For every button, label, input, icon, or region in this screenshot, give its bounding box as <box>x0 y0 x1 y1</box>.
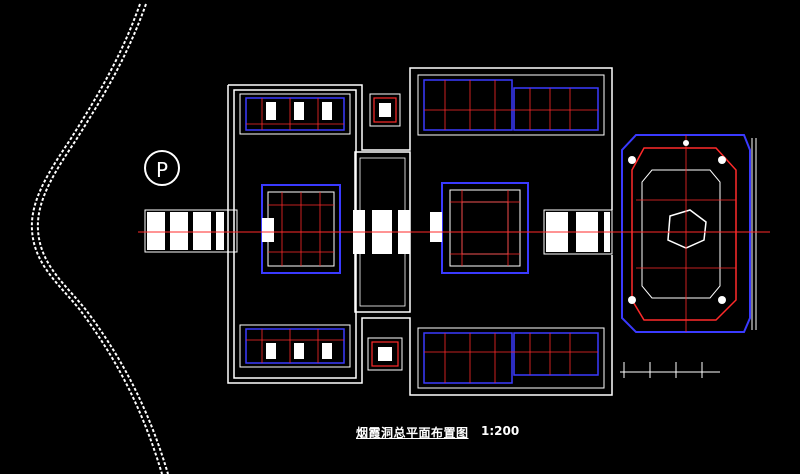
right-stair <box>751 138 757 330</box>
tower-top <box>369 93 401 127</box>
octagon-temple <box>621 134 751 333</box>
winding-path <box>30 3 163 474</box>
hall-bottom-left <box>239 324 351 368</box>
parking-marker: P <box>144 150 180 186</box>
entrance-steps-left <box>144 209 238 253</box>
main-hall <box>430 182 529 274</box>
hall-bottom-right <box>417 327 605 389</box>
tower-bottom <box>367 337 403 371</box>
drawing-title: 烟霞洞总平面布置图 <box>356 426 469 440</box>
hall-top-right <box>417 74 605 136</box>
dimension-lines <box>620 362 720 378</box>
hall-top-left <box>239 93 351 135</box>
drawing-scale: 1:200 <box>481 424 520 438</box>
winding-path-inner <box>36 3 169 474</box>
pavilion-left <box>261 184 341 274</box>
